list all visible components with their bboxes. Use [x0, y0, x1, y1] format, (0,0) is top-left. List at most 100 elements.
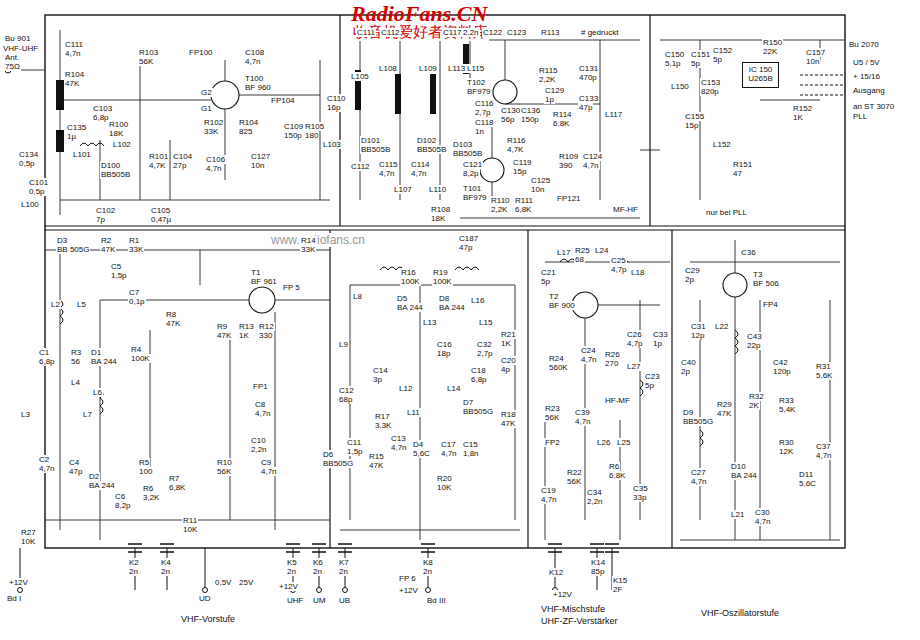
- component-label: 0,5p: [28, 187, 46, 196]
- component-label: R111: [514, 196, 534, 205]
- component-label: Bd III: [426, 596, 447, 605]
- component-label: 5p: [540, 277, 551, 286]
- component-label: 4,7n: [378, 169, 396, 178]
- component-label: 56p: [500, 115, 515, 124]
- component-label: 15p: [684, 121, 699, 130]
- component-label: C32: [476, 340, 493, 349]
- component-label: L11: [406, 408, 421, 417]
- component-label: L115: [466, 64, 485, 73]
- component-label: R27: [20, 528, 37, 537]
- component-label: 5,1p: [664, 59, 682, 68]
- component-label: 5,6K: [815, 371, 833, 380]
- component-label: +12V: [552, 590, 573, 599]
- component-label: 47K: [64, 79, 80, 88]
- component-label: L3: [20, 410, 31, 419]
- component-label: 47K: [216, 331, 232, 340]
- component-label: R109: [558, 152, 579, 161]
- component-label: L101: [72, 150, 92, 159]
- component-label: 22K: [762, 47, 778, 56]
- component-label: 2n: [286, 567, 297, 576]
- component-label: Ant.: [4, 53, 20, 62]
- section-title: VHF-Mischstufe: [540, 604, 606, 614]
- component-label: R2: [100, 236, 112, 245]
- component-label: L109: [418, 64, 438, 73]
- component-label: C104: [172, 152, 193, 161]
- component-label: C40: [680, 358, 697, 367]
- component-label: C6: [114, 492, 126, 501]
- component-label: R20: [436, 474, 453, 483]
- component-label: R21: [500, 330, 517, 339]
- component-label: C19: [540, 486, 557, 495]
- component-label: R7: [168, 474, 180, 483]
- component-label: C151: [690, 50, 711, 59]
- component-label: D4: [412, 440, 424, 449]
- component-label: R10: [216, 458, 233, 467]
- component-label: HF-MF: [604, 396, 631, 405]
- component-label: 6,8p: [470, 375, 488, 384]
- component-label: L8: [352, 292, 363, 301]
- watermark: www.radiofans.cn: [270, 233, 366, 247]
- component-label: C111: [64, 40, 84, 49]
- component-label: FP121: [556, 194, 582, 203]
- component-label: 47p: [68, 467, 83, 476]
- component-label: 68: [574, 255, 585, 264]
- component-label: UM: [312, 596, 326, 605]
- component-label: FP 6: [398, 574, 417, 583]
- component-label: BA 244: [438, 303, 466, 312]
- component-label: D3: [56, 236, 68, 245]
- component-label: 68p: [338, 395, 353, 404]
- component-label: 1n: [474, 127, 485, 136]
- component-label: C111: [356, 28, 376, 37]
- component-label: C9: [260, 458, 272, 467]
- component-label: 6,8K: [514, 205, 532, 214]
- component-label: C15: [462, 440, 479, 449]
- section-title: VHF-Vorstufe: [180, 614, 236, 624]
- component-label: D100: [100, 161, 121, 170]
- component-label: C30: [754, 508, 771, 517]
- component-label: 4,7n: [205, 164, 223, 173]
- component-label: BA 244: [88, 481, 116, 490]
- component-label: R23: [544, 404, 561, 413]
- component-label: R4: [130, 345, 142, 354]
- component-label: 10n: [805, 57, 820, 66]
- component-label: R13: [238, 322, 255, 331]
- transistor-symbol: [211, 81, 239, 109]
- component-label: 2,2n: [250, 445, 268, 454]
- component-label: R5: [138, 458, 150, 467]
- component-label: C112: [380, 28, 401, 37]
- component-label: 0,5V: [214, 578, 232, 587]
- component-label: Bu 901: [4, 34, 31, 43]
- component-label: 2n: [160, 567, 171, 576]
- component-label: 5,6C: [412, 449, 431, 458]
- component-label: C127: [250, 152, 271, 161]
- component-label: 4,7n: [410, 169, 428, 178]
- transistor-symbol: [493, 80, 517, 104]
- component-label: 1K: [238, 331, 250, 340]
- component-label: C27: [690, 468, 707, 477]
- component-label: 3,2K: [142, 493, 160, 502]
- component-label: 4,7n: [38, 464, 56, 473]
- component-label: 4,7n: [754, 517, 772, 526]
- component-label: 4,7n: [440, 449, 458, 458]
- component-label: L108: [378, 64, 398, 73]
- component-label: C103: [92, 104, 113, 113]
- component-label: R18: [500, 410, 517, 419]
- component-label: D5: [396, 294, 408, 303]
- component-label: R100: [108, 120, 129, 129]
- component-label: C29: [684, 266, 701, 275]
- component-label: 5p: [712, 55, 723, 64]
- component-label: K6: [312, 558, 324, 567]
- component-label: C150: [664, 50, 685, 59]
- component-label: R114: [552, 110, 573, 119]
- component-label: BF 960: [244, 83, 272, 92]
- component-label: 16p: [326, 103, 341, 112]
- component-label: 2p: [684, 275, 695, 284]
- component-label: L5: [76, 300, 87, 309]
- component-label: 825: [238, 127, 253, 136]
- component-label: FP 5: [282, 283, 301, 292]
- component-label: R24: [548, 354, 565, 363]
- component-label: L7: [82, 410, 93, 419]
- component-label: UHF: [286, 596, 304, 605]
- component-label: 1µ: [66, 132, 77, 141]
- component-label: BB 505G: [56, 245, 90, 254]
